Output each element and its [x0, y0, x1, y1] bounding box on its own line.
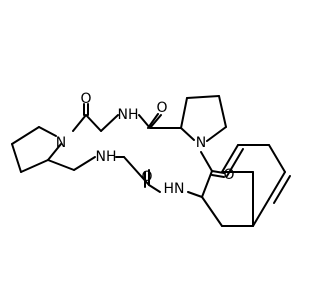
oxygen-label: O	[156, 100, 167, 116]
amide-nh-label: NH	[118, 107, 139, 123]
bond	[11, 143, 22, 173]
bond	[187, 191, 203, 198]
bond	[180, 97, 188, 129]
oxygen-label: O	[223, 167, 234, 183]
bond	[268, 144, 286, 173]
bond	[85, 114, 102, 132]
atom-labels: O NH O N N NH O O HN	[56, 91, 235, 197]
bond	[73, 156, 96, 171]
bond	[147, 113, 159, 129]
bond	[47, 159, 75, 171]
amide-hn-label: HN	[164, 181, 185, 197]
bond	[100, 114, 119, 132]
nitrogen-label: N	[196, 135, 206, 151]
bonds	[11, 95, 291, 227]
bond	[38, 126, 57, 137]
bond	[221, 144, 239, 173]
bond	[226, 148, 244, 177]
bond	[206, 126, 227, 142]
bond	[180, 127, 195, 141]
bond	[20, 159, 49, 173]
bond	[268, 171, 286, 200]
bond	[47, 143, 62, 161]
bond	[218, 95, 227, 128]
bond	[123, 156, 150, 186]
bond	[138, 114, 151, 129]
bond	[201, 196, 223, 227]
chemical-structure-diagram: O NH O N N NH O O HN	[11, 91, 291, 227]
bond	[186, 95, 220, 99]
bond	[72, 114, 87, 132]
amine-nh-label: NH	[96, 149, 117, 165]
oxygen-label: O	[141, 169, 152, 185]
bond	[200, 151, 213, 172]
bond	[211, 174, 225, 178]
bond	[201, 170, 213, 198]
oxygen-label: O	[80, 91, 91, 107]
bond	[149, 114, 162, 129]
bond	[11, 126, 40, 145]
nitrogen-label: N	[56, 135, 66, 151]
bond	[148, 184, 161, 193]
bond	[252, 198, 270, 227]
bond	[273, 175, 291, 204]
